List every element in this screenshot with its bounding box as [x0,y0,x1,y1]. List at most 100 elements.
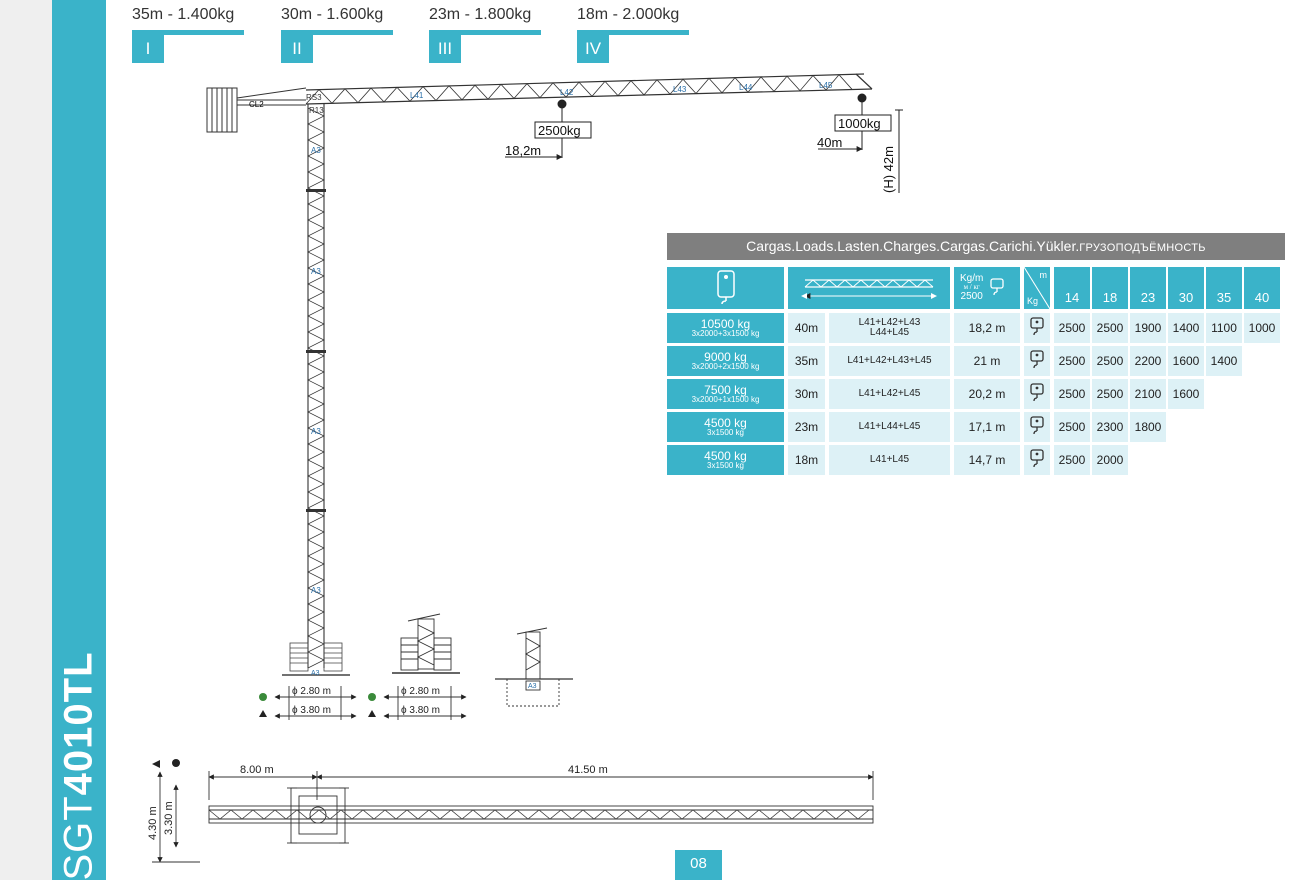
sections-line-1: L41+L45 [869,453,910,465]
mast-lattice [307,107,325,669]
label-cl2: CL2 [249,100,264,109]
config-underline [132,30,244,35]
config-spec: 18m - 2.000kg [577,6,680,23]
load-cell: 1400 [1168,313,1204,343]
config-spec: 30m - 1.600kg [281,6,384,23]
ballast-weight: 10500 kg [700,316,751,331]
sections-line-1: L41+L42+L43+L45 [847,354,932,366]
capacity-table: Cargas.Loads.Lasten.Charges.Cargas.Caric… [667,233,1285,507]
max-load-reach-cell: 14,7 m [954,445,1020,475]
config-roman: I [132,34,164,63]
load-cell: 2500 [1054,313,1090,343]
load-cell: 1600 [1168,346,1204,376]
hook-icon [1030,383,1044,402]
label-r13: R13 [309,106,324,115]
hook-cell [1024,412,1050,442]
config-4: 18m - 2.000kg IV [577,6,689,63]
header-radius: 18 [1092,267,1128,309]
config-roman: IV [577,34,609,63]
load-cell: 2500 [1054,379,1090,409]
jib-lattice-diagonals [305,74,853,105]
label-rs3: RS3 [306,93,322,102]
table-title: Cargas.Loads.Lasten.Charges.Cargas.Caric… [667,233,1285,260]
base-outer-diameter: ϕ 3.80 m [292,705,331,716]
jib [305,73,873,105]
ballast-detail: 3x2000+3x1500 kg [691,329,760,339]
header-kgm-ru: м / кг [963,283,980,292]
config-underline [281,30,393,35]
base-variant-2 [368,613,467,720]
counter-jib [236,87,307,106]
radius-tip: 40m [817,135,842,150]
max-load-reach-cell: 18,2 m [954,313,1020,343]
config-spec: 35m - 1.400kg [132,6,235,23]
header-radius: 30 [1168,267,1204,309]
sections-line-1: L41+L42+L45 [858,387,921,399]
hook-cell [1024,379,1050,409]
sections-line-2: L44+L45 [869,327,910,338]
ballast-detail: 3x1500 kg [707,461,744,471]
label-mast-a3: A3 [311,427,321,436]
hook-icon [1030,317,1044,336]
load-cell: 1900 [1130,313,1166,343]
config-spec: 23m - 1.800kg [429,6,532,23]
header-m-kg: m Kg [1024,267,1050,309]
header-kgm: Kg/m м / кг 2500 [954,267,1020,309]
header-radius: 23 [1130,267,1166,309]
jib-icon [801,279,937,299]
label-mast-a3: A3 [311,146,321,155]
load-cell: 1600 [1168,379,1204,409]
load-cell: 1400 [1206,346,1242,376]
load-cell: 2200 [1130,346,1166,376]
jib-length-cell: 23m [788,412,825,442]
base-dimension-1 [259,686,357,720]
page-number: 08 [675,850,722,880]
sections-cell: L41+L44+L45 [829,412,950,442]
jib-lattice [305,74,853,105]
config-1: 35m - 1.400kg I [132,6,244,63]
base-ballast [282,642,350,676]
header-radius: 40 [1244,267,1280,309]
sections-cell: L41+L42+L45 [829,379,950,409]
counterweight-blocks [206,87,238,133]
load-cell: 2000 [1092,445,1128,475]
mast-joints [306,189,326,512]
config-3: 23m - 1.800kg III [429,6,541,63]
load-cell: 2100 [1130,379,1166,409]
radius-near: 18,2m [505,143,541,158]
max-load-reach-cell: 20,2 m [954,379,1020,409]
ballast-weight: 7500 kg [704,382,747,397]
sidebar [52,0,106,880]
table-title-ru: ГРУЗОПОДЪЁМНОСТЬ [1079,242,1206,254]
config-roman: II [281,34,313,63]
label-base-a3: A3 [311,670,320,677]
hook-icon [1030,350,1044,369]
max-load-reach-cell: 17,1 m [954,412,1020,442]
hook-icon [1030,416,1044,435]
label-l43: L43 [673,85,687,94]
load-near: 2500kg [538,123,581,138]
jib-length-cell: 35m [788,346,825,376]
load-cell: 2500 [1092,346,1128,376]
label-l44: L44 [739,83,753,92]
base2-outer-diameter: ϕ 3.80 m [401,705,440,716]
ballast-detail: 3x2000+1x1500 kg [691,395,760,405]
jib-length-cell: 40m [788,313,825,343]
anchor-label: A3 [528,683,537,690]
ballast-weight: 4500 kg [704,415,747,430]
config-underline [577,30,689,35]
ballast-detail: 3x2000+2x1500 kg [691,362,760,372]
base2-inner-diameter: ϕ 2.80 m [401,686,440,697]
jib-length-cell: 18m [788,445,825,475]
diagonal-divider-icon [1024,267,1050,309]
table-title-main: Cargas.Loads.Lasten.Charges.Cargas.Caric… [746,238,1080,254]
base-inner-diameter: ϕ 2.80 m [292,686,331,697]
header-kg: Kg [1027,296,1039,306]
ballast-weight: 9000 kg [704,349,747,364]
sections-cell: L41+L42+L43+L45 [829,346,950,376]
